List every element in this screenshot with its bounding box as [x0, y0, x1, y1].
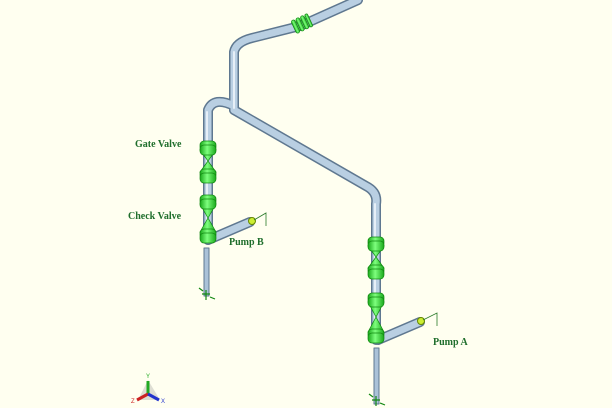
pump-a-connector — [417, 312, 438, 326]
flange — [199, 198, 217, 210]
axis-x-label: X — [161, 399, 165, 405]
anchor-b-icon — [198, 287, 216, 300]
top-flange — [291, 13, 313, 34]
pump-a-label: Pump A — [433, 337, 468, 348]
flange — [199, 172, 217, 184]
check-valve-label: Check Valve — [128, 211, 182, 222]
lower-pipe-b — [203, 247, 210, 297]
flange — [367, 332, 385, 344]
axis-z-label: Z — [131, 399, 135, 405]
anchor-a-icon — [368, 393, 386, 406]
gate-valve-label: Gate Valve — [135, 139, 182, 150]
flange — [367, 240, 385, 252]
axis-y-label: Y — [146, 374, 150, 380]
valves — [199, 140, 385, 344]
flange — [199, 232, 217, 244]
pipes — [203, 0, 425, 405]
pump-b-label: Pump B — [229, 237, 264, 248]
flange — [367, 296, 385, 308]
axis-triad-icon: Y Z X — [131, 374, 165, 405]
pump-b-connector — [248, 212, 267, 226]
flange — [199, 144, 217, 156]
lower-pipe-a — [373, 347, 380, 405]
flange — [367, 268, 385, 280]
